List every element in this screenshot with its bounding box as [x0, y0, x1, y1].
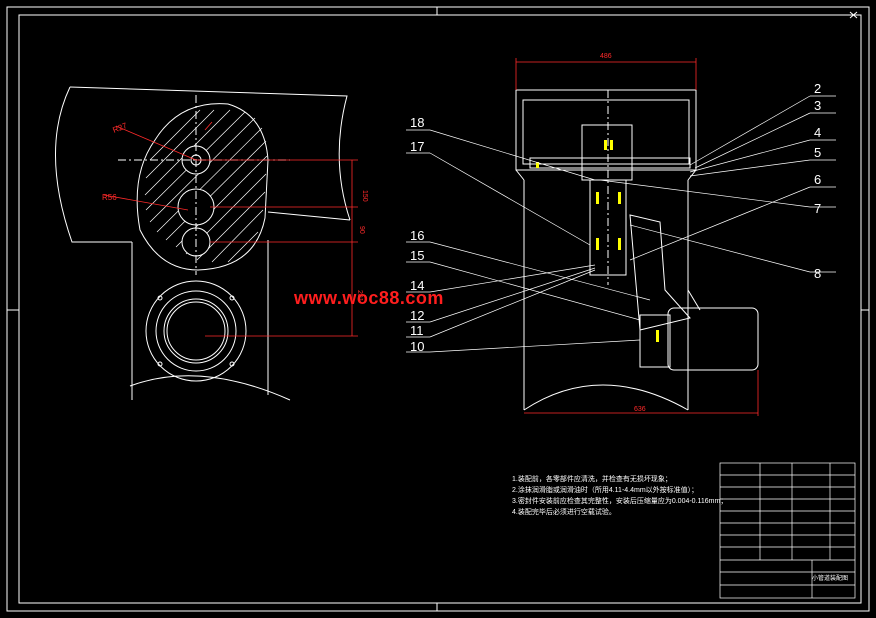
pipe-bottom-curve — [523, 384, 689, 411]
cross-plate — [529, 157, 691, 169]
balloon-12: 12 — [410, 308, 424, 323]
upper-bearing-block — [581, 124, 633, 181]
watermark: www.woc88.com — [294, 288, 444, 308]
left-body-bottom-curve — [129, 375, 291, 401]
note-line: 3.密封件安装前应检查其完整性，安装后压缩量应为0.004-0.116mm； — [512, 498, 728, 505]
balloon-17: 17 — [410, 139, 424, 154]
leader-lines — [406, 95, 836, 353]
balloon-2: 2 — [814, 81, 821, 96]
note-line: 1.装配前，各零部件应清洗，并检查有无损坏现象； — [512, 476, 672, 483]
balloon-5: 5 — [814, 145, 821, 160]
left-pipe-outline — [55, 86, 132, 243]
balloon-14: 14 — [410, 278, 424, 293]
balloon-10: 10 — [410, 339, 424, 354]
right-dimensions — [515, 58, 759, 416]
balloon-16: 16 — [410, 228, 424, 243]
hopper-housing — [515, 89, 697, 171]
flange-mid — [155, 290, 237, 372]
balloon-6: 6 — [814, 172, 821, 187]
hopper-inner — [522, 99, 690, 165]
bolt-hole — [157, 295, 163, 301]
title-block — [719, 462, 856, 599]
right-view — [515, 89, 759, 411]
inner-border — [18, 14, 862, 604]
balloon-18: 18 — [410, 115, 424, 130]
dim-v1: 150 — [361, 190, 368, 202]
technical-notes: 1.装配前，各零部件应清洗，并检查有无损坏现象； 2.涂抹润滑脂或润滑油时（所用… — [512, 474, 727, 518]
shaft-housing — [589, 179, 627, 276]
bolt-hole — [157, 361, 163, 367]
balloons-right: 2 3 4 5 6 7 8 — [814, 81, 821, 281]
gearbox-casing — [629, 214, 691, 331]
left-dimensions — [103, 121, 358, 337]
gear-plate-outline — [136, 103, 269, 271]
balloon-11: 11 — [410, 323, 424, 338]
yellow-highlights — [536, 140, 659, 342]
balloon-7: 7 — [814, 201, 821, 216]
note-line: 4.装配完毕后必须进行空载试验。 — [512, 509, 616, 516]
outer-border — [6, 6, 870, 612]
bolt-hole — [229, 295, 235, 301]
dim-v3: 281 — [356, 290, 363, 302]
left-pipe-top — [69, 86, 351, 221]
balloons-left: 18 17 16 15 14 12 11 10 — [410, 115, 424, 354]
dim-v2: 90 — [358, 226, 365, 234]
dim-top-width: 486 — [600, 53, 612, 60]
note-line: 2.涂抹润滑脂或润滑油时（所用4.11-4.4mm以外按标准值）； — [512, 487, 699, 494]
dim-r2: R56 — [102, 193, 117, 202]
motor-body — [667, 307, 759, 371]
balloon-15: 15 — [410, 248, 424, 263]
balloon-3: 3 — [814, 98, 821, 113]
left-view — [55, 86, 351, 401]
flange-inner — [163, 298, 229, 364]
corner-mark — [849, 11, 858, 19]
bolt-hole — [229, 361, 235, 367]
dim-bottom-width: 636 — [634, 406, 646, 413]
dim-r1: R27 — [111, 121, 128, 135]
motor-flange — [639, 314, 671, 368]
balloon-8: 8 — [814, 266, 821, 281]
flange-outer — [145, 280, 247, 382]
balloon-4: 4 — [814, 125, 821, 140]
drawing-title: 小管道装配图 — [812, 576, 849, 582]
left-pipe-lower — [267, 211, 351, 221]
flange-bore — [166, 301, 226, 361]
